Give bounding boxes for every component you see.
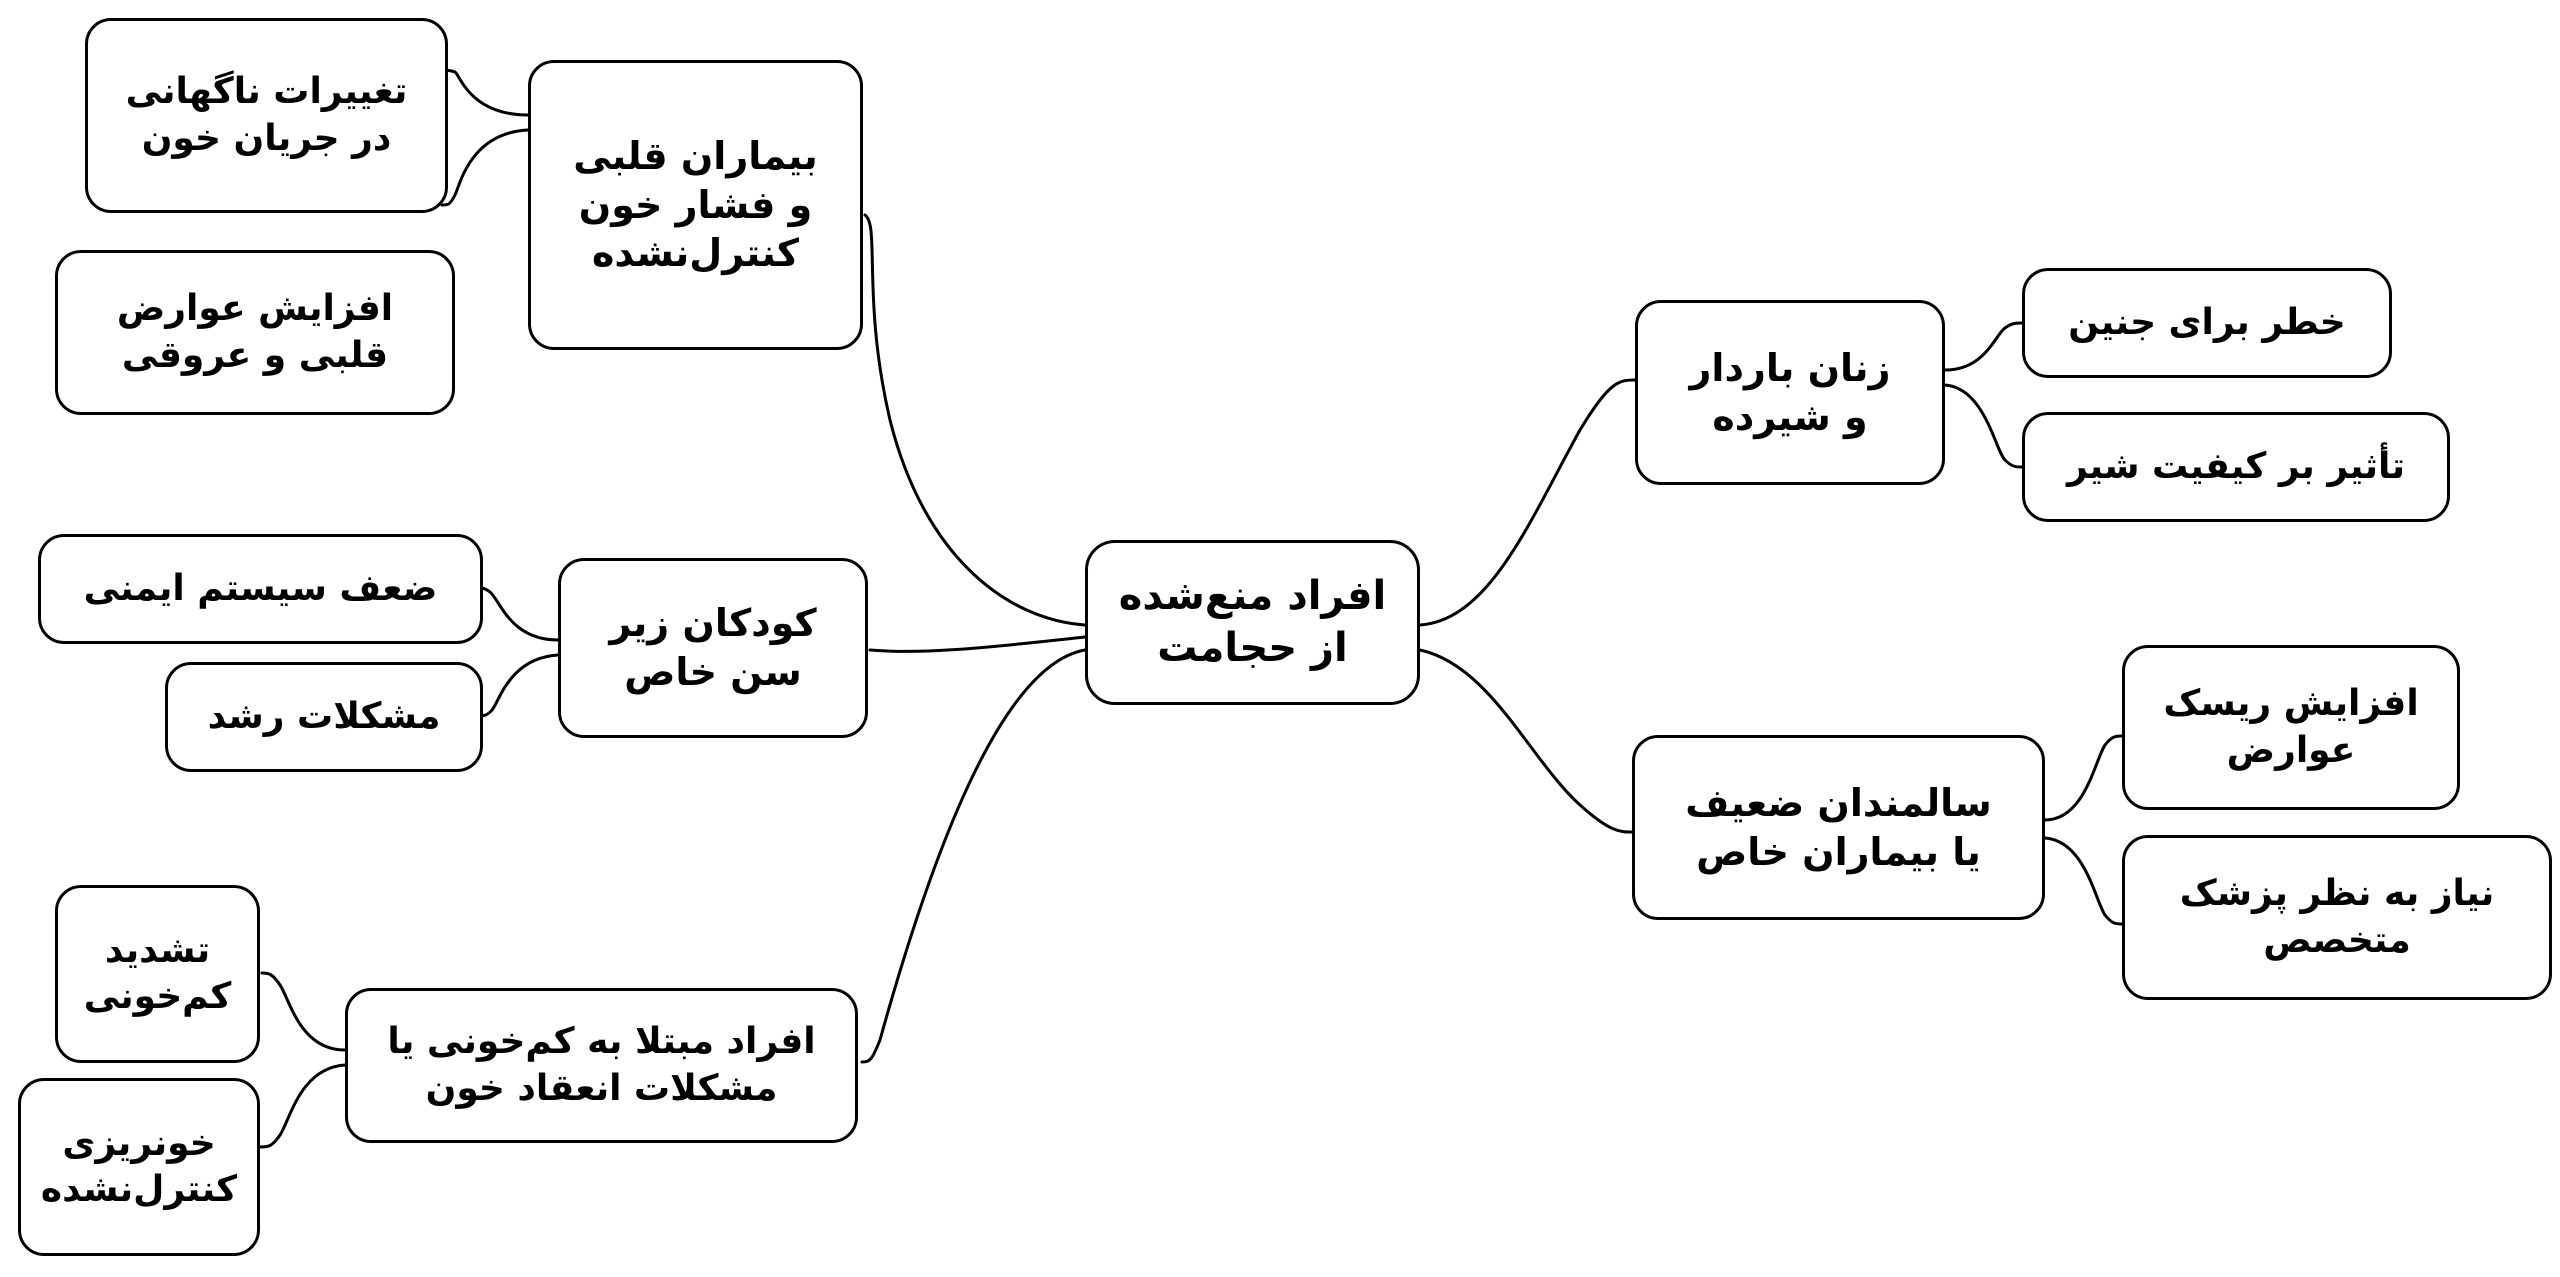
leaf-node-children-c1[interactable]: ضعف سیستم ایمنی xyxy=(38,534,483,644)
edge-children-c1 xyxy=(476,586,560,642)
edge-central-anemia xyxy=(860,648,1087,1064)
leaf-node-pregnant-c1[interactable]: خطر برای جنین xyxy=(2022,268,2392,378)
leaf-node-pregnant-c1-label: خطر برای جنین xyxy=(2068,301,2346,343)
leaf-node-cardiac-c1-label: تغییرات ناگهانی در جریان خون xyxy=(125,71,408,159)
edge-cardiac-c1 xyxy=(438,68,530,117)
branch-node-anemia-label: افراد مبتلا به کم‌خونی یا مشکلات انعقاد … xyxy=(387,1021,816,1109)
edge-cardiac-c2 xyxy=(440,128,530,207)
edge-central-cardiac xyxy=(863,213,1087,627)
edge-anemia-c2 xyxy=(258,1063,347,1149)
branch-node-cardiac[interactable]: بیماران قلبی و فشار خون کنترل‌نشده xyxy=(528,60,863,350)
leaf-node-children-c1-label: ضعف سیستم ایمنی xyxy=(83,567,438,609)
leaf-node-elderly-c1-label: افزایش ریسک عوارض xyxy=(2163,683,2419,771)
leaf-node-cardiac-c2-label: افزایش عوارض قلبی و عروقی xyxy=(116,288,394,376)
branch-node-children[interactable]: کودکان زیر سن خاص xyxy=(558,558,868,738)
leaf-node-elderly-c2[interactable]: نیاز به نظر پزشک متخصص xyxy=(2122,835,2552,1000)
edge-anemia-c1 xyxy=(260,971,347,1052)
leaf-node-children-c2-label: مشکلات رشد xyxy=(207,695,441,737)
edge-central-children xyxy=(868,635,1087,653)
leaf-node-cardiac-c1[interactable]: تغییرات ناگهانی در جریان خون xyxy=(85,18,448,213)
edge-pregnant-c2 xyxy=(1943,383,2024,469)
branch-node-anemia[interactable]: افراد مبتلا به کم‌خونی یا مشکلات انعقاد … xyxy=(345,988,858,1143)
central-node[interactable]: افراد منع‌شده از حجامت xyxy=(1085,540,1420,705)
edge-elderly-c2 xyxy=(2043,836,2124,926)
branch-node-elderly[interactable]: سالمندان ضعیف یا بیماران خاص xyxy=(1632,735,2045,920)
leaf-node-anemia-c1[interactable]: تشدید کم‌خونی xyxy=(55,885,260,1063)
branch-node-pregnant[interactable]: زنان باردار و شیرده xyxy=(1635,300,1945,485)
branch-node-elderly-label: سالمندان ضعیف یا بیماران خاص xyxy=(1685,780,1992,874)
edge-elderly-c1 xyxy=(2043,734,2124,822)
leaf-node-anemia-c1-label: تشدید کم‌خونی xyxy=(83,929,232,1017)
leaf-node-cardiac-c2[interactable]: افزایش عوارض قلبی و عروقی xyxy=(55,250,455,415)
branch-node-pregnant-label: زنان باردار و شیرده xyxy=(1689,345,1891,439)
leaf-node-pregnant-c2[interactable]: تأثیر بر کیفیت شیر xyxy=(2022,412,2450,522)
branch-node-children-label: کودکان زیر سن خاص xyxy=(609,601,817,694)
edge-central-pregnant xyxy=(1418,378,1637,627)
edge-pregnant-c1 xyxy=(1943,321,2024,372)
leaf-node-elderly-c1[interactable]: افزایش ریسک عوارض xyxy=(2122,645,2460,810)
leaf-node-pregnant-c2-label: تأثیر بر کیفیت شیر xyxy=(2067,445,2405,487)
leaf-node-elderly-c2-label: نیاز به نظر پزشک متخصص xyxy=(2179,873,2495,961)
edge-children-c2 xyxy=(476,653,560,718)
central-node-label: افراد منع‌شده از حجامت xyxy=(1118,573,1387,671)
branch-node-cardiac-label: بیماران قلبی و فشار خون کنترل‌نشده xyxy=(573,134,818,276)
edge-central-elderly xyxy=(1418,648,1634,834)
leaf-node-anemia-c2-label: خونریزی کنترل‌نشده xyxy=(40,1122,238,1210)
leaf-node-anemia-c2[interactable]: خونریزی کنترل‌نشده xyxy=(18,1078,260,1256)
leaf-node-children-c2[interactable]: مشکلات رشد xyxy=(165,662,483,772)
